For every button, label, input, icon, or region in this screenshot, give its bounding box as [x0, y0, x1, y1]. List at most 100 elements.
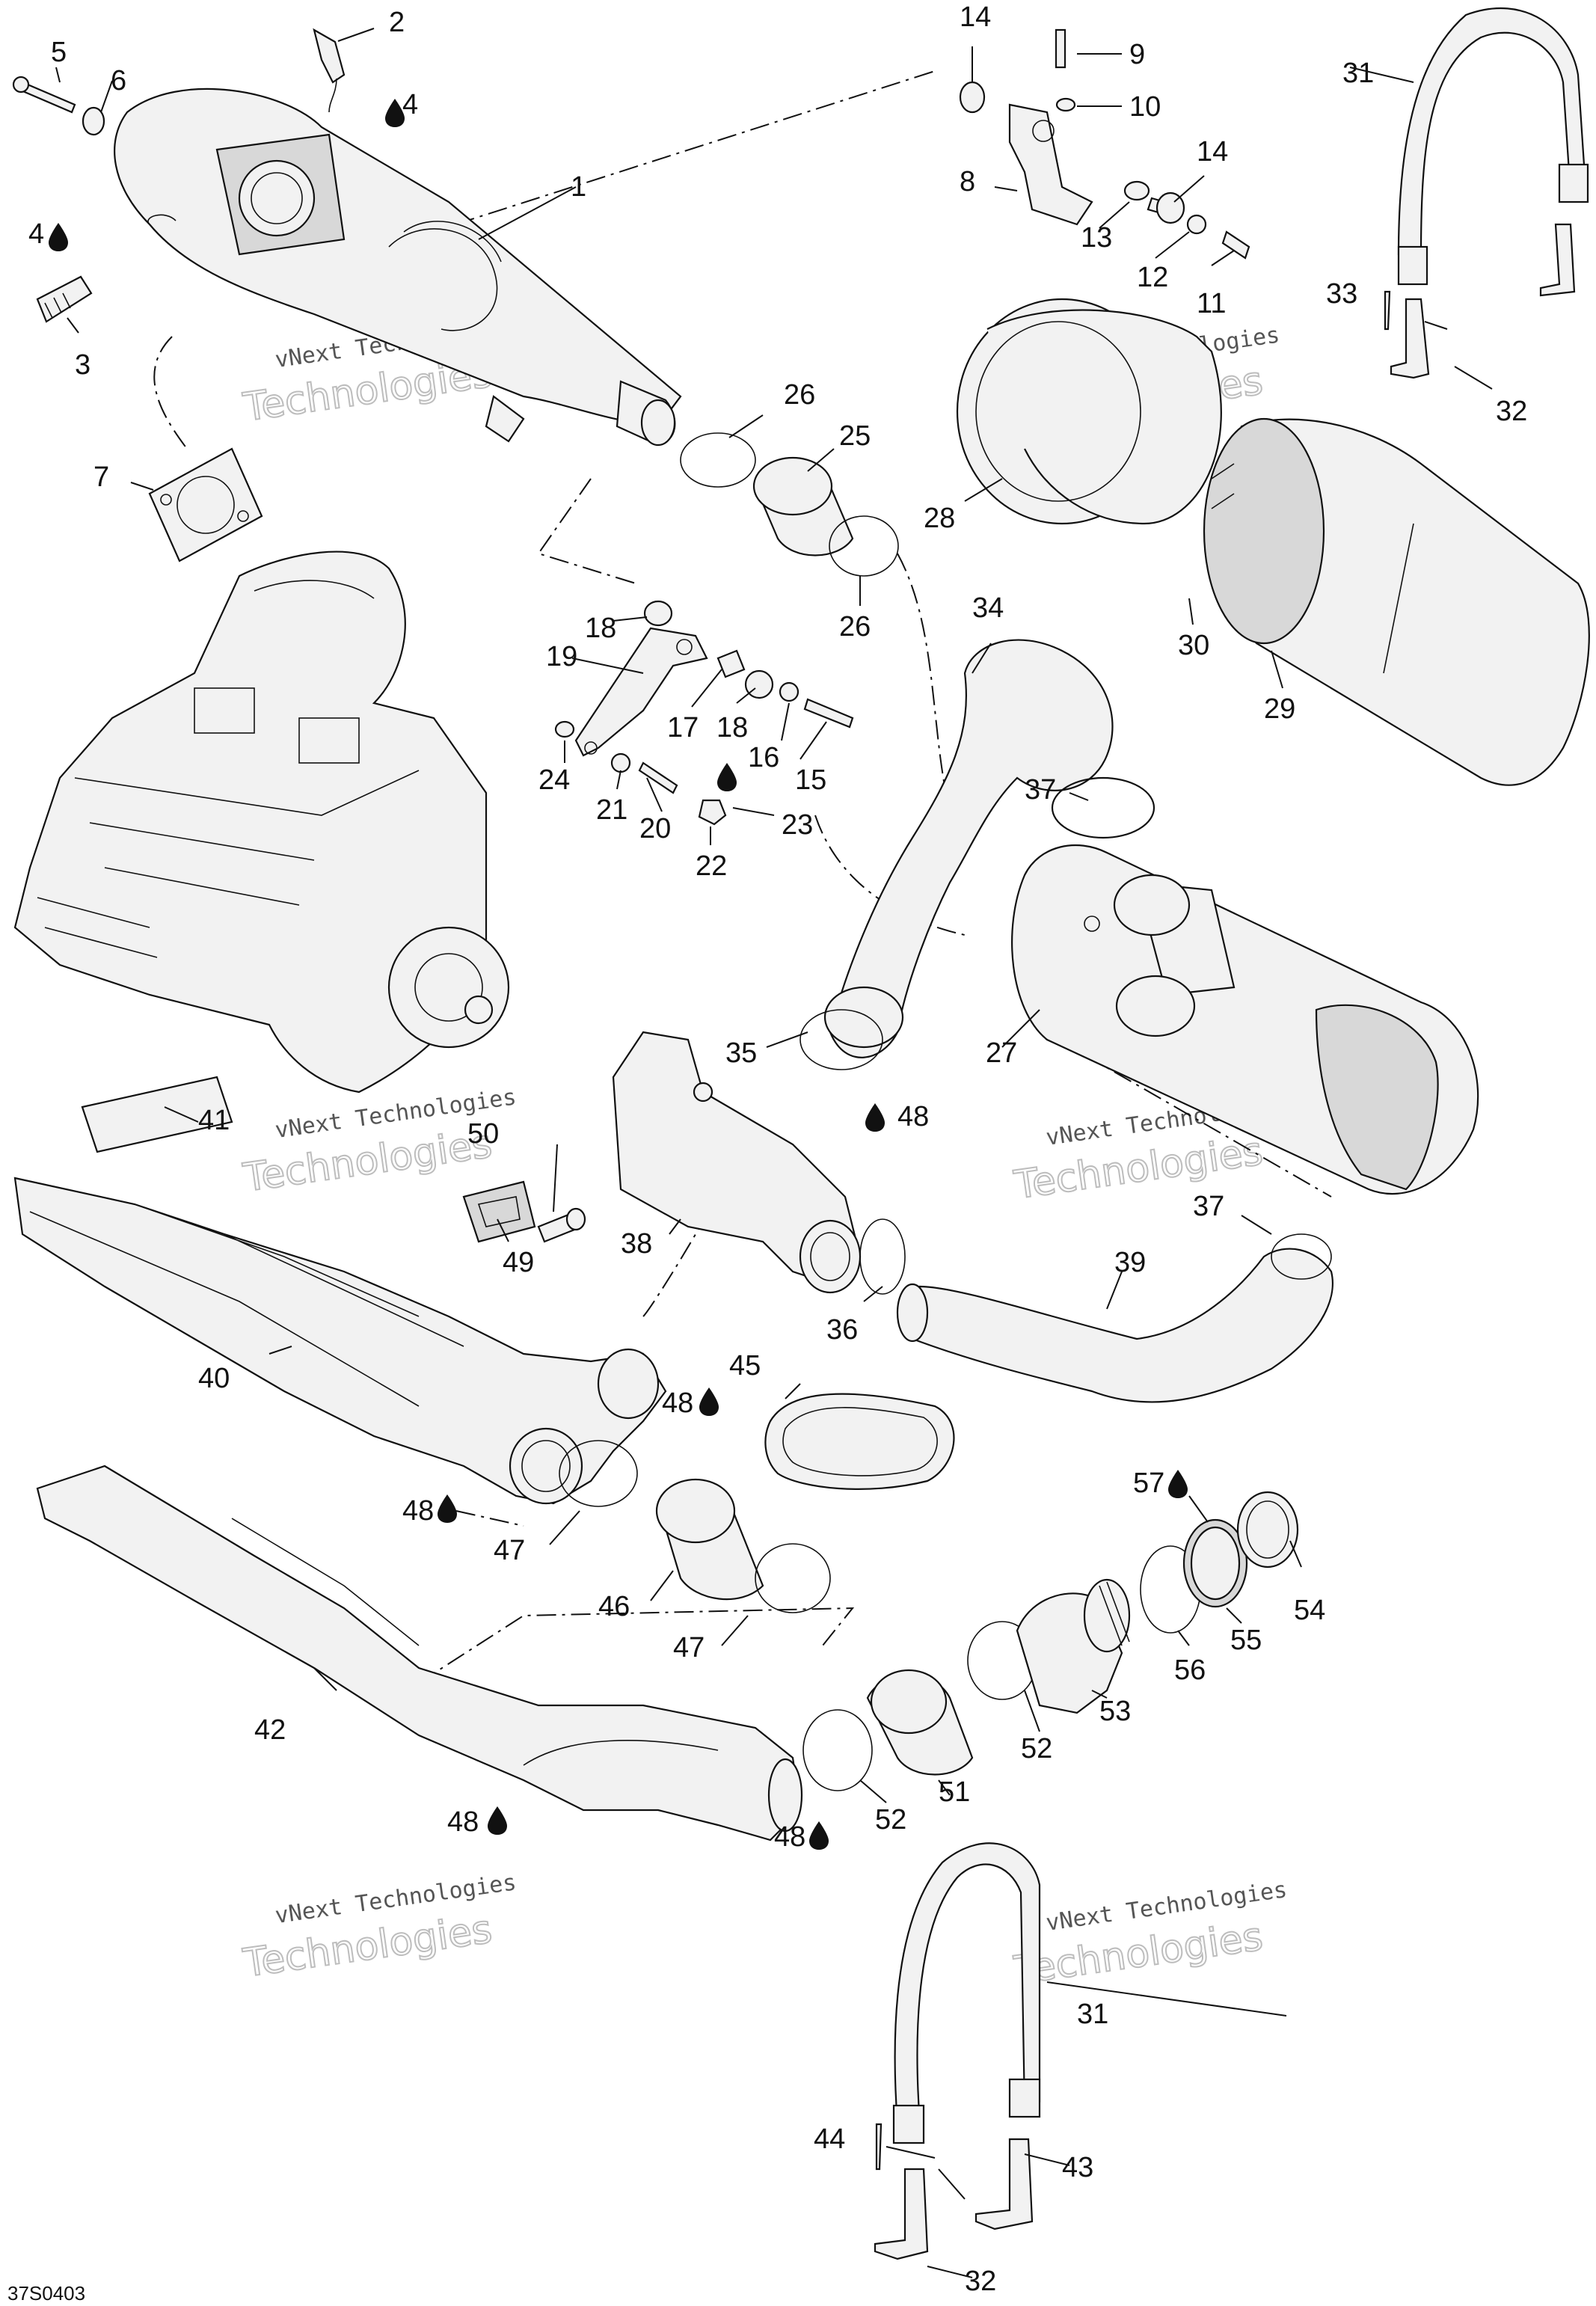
callout-48-left: 48 [402, 1495, 434, 1527]
callout-53: 53 [1099, 1696, 1131, 1727]
strap-mount-brackets-upper [1384, 223, 1576, 379]
hose-clamp-52-left [802, 1709, 873, 1791]
bracket-hardware [959, 28, 1250, 260]
callout-23: 23 [782, 809, 813, 841]
callout-labels: 1 2 3 4 4 5 6 7 8 9 10 11 12 13 14 14 15… [28, 1, 1527, 2297]
strap-mount-brackets-lower [874, 2123, 1034, 2260]
exhaust-hose-upper [823, 639, 1114, 1058]
tank-strap-lower [892, 1842, 1041, 2144]
callout-57: 57 [1133, 1468, 1164, 1499]
hose-clamp-47-lower [755, 1543, 831, 1613]
assembly-line-coupler-to-tank [814, 815, 966, 936]
callout-45: 45 [729, 1350, 761, 1382]
callout-42: 42 [254, 1714, 286, 1746]
hose-clamp-47-upper [559, 1440, 638, 1507]
callout-37-top: 37 [1025, 774, 1056, 806]
screw-and-washer [12, 76, 105, 136]
tank-strap-upper [1397, 7, 1589, 286]
assembly-line-manifold-to-engine [153, 336, 188, 450]
callout-12: 12 [1137, 262, 1168, 293]
callout-2: 2 [389, 7, 405, 38]
assembly-line-chamber-to-coupler [642, 1151, 741, 1317]
leader-lines [55, 28, 1493, 2278]
callout-30: 30 [1178, 630, 1209, 661]
water-tank-muffler [1203, 417, 1590, 786]
callout-35: 35 [725, 1037, 757, 1069]
callout-40: 40 [198, 1363, 230, 1394]
muffler-mount-bracket [574, 627, 708, 757]
hose-clamp-37-lower [1271, 1233, 1332, 1280]
resonator-chamber-upper [13, 1177, 667, 1505]
hose-clamp-36 [859, 1218, 906, 1295]
callout-4-top: 4 [402, 89, 418, 120]
callout-20: 20 [639, 813, 671, 844]
callout-5: 5 [51, 37, 67, 68]
callout-26-top: 26 [784, 379, 815, 411]
temperature-sensor [313, 28, 346, 113]
callout-18-right: 18 [716, 712, 748, 743]
callout-10: 10 [1129, 91, 1161, 123]
exhaust-elbow-outlet [612, 1031, 862, 1294]
callout-56: 56 [1174, 1655, 1206, 1686]
callout-29: 29 [1264, 693, 1295, 725]
callout-31-top: 31 [1342, 58, 1374, 89]
exhaust-outlet [1016, 1578, 1131, 1714]
callout-34: 34 [972, 592, 1004, 624]
assembly-line-bracket-path [537, 478, 636, 584]
oval-seal [764, 1393, 955, 1490]
callout-44: 44 [814, 2123, 845, 2155]
callout-36: 36 [826, 1314, 858, 1346]
callout-19: 19 [546, 641, 577, 672]
callout-14-top: 14 [960, 1, 991, 33]
hose-clamp-26-lower [829, 515, 899, 577]
callout-37-right: 37 [1193, 1191, 1224, 1222]
exhaust-gasket [148, 447, 263, 562]
muffler-support-bracket [1008, 103, 1093, 226]
engine-block [13, 551, 510, 1094]
callout-46: 46 [598, 1591, 630, 1622]
callout-27: 27 [986, 1037, 1017, 1069]
callout-39: 39 [1114, 1247, 1146, 1278]
callout-17: 17 [667, 712, 699, 743]
callout-33: 33 [1326, 278, 1357, 310]
rubber-coupler-51 [866, 1669, 974, 1776]
callout-26-bottom: 26 [839, 611, 871, 643]
callout-52-left: 52 [875, 1804, 906, 1836]
callout-52-right: 52 [1021, 1733, 1052, 1764]
callout-7: 7 [93, 461, 109, 493]
callout-28: 28 [924, 503, 955, 534]
callout-32-top: 32 [1496, 396, 1527, 427]
muffler-assembly [114, 88, 682, 447]
callout-22: 22 [696, 850, 727, 882]
callout-11: 11 [1197, 288, 1226, 319]
mount-hardware [554, 600, 854, 826]
outlet-nut-54 [1236, 1491, 1299, 1568]
callout-48-chamber: 48 [662, 1387, 693, 1419]
water-box-tank [1011, 844, 1479, 1195]
assembly-line-coupler-52 [455, 1510, 524, 1527]
callout-43: 43 [1062, 2152, 1093, 2183]
diagram-code: 37S0403 [7, 2282, 85, 2305]
callout-13: 13 [1081, 222, 1112, 254]
callout-55: 55 [1230, 1625, 1262, 1656]
watermark-bottom-right: vNext Technologies Technologies [1010, 1877, 1289, 1994]
callout-25: 25 [839, 420, 871, 452]
temperature-sensor-lower [537, 1207, 586, 1243]
warning-label [81, 1076, 233, 1153]
callout-14-right: 14 [1197, 136, 1228, 168]
assembly-line-chamber-to-tank [1084, 1054, 1332, 1198]
callout-24: 24 [538, 764, 570, 796]
callout-6: 6 [111, 65, 126, 96]
tank-cover-sleeve [956, 298, 1222, 525]
callout-8: 8 [960, 166, 975, 197]
callout-47-left: 47 [494, 1535, 525, 1566]
muffler-coupler [752, 456, 854, 556]
callout-32-bottom: 32 [965, 2266, 996, 2297]
hose-clamp-35 [799, 1009, 883, 1070]
callout-48-top: 48 [897, 1101, 929, 1132]
callout-4-left: 4 [28, 218, 44, 250]
hose-fitting [36, 275, 93, 323]
callout-31-bottom: 31 [1077, 1999, 1108, 2030]
callout-3: 3 [75, 349, 90, 381]
